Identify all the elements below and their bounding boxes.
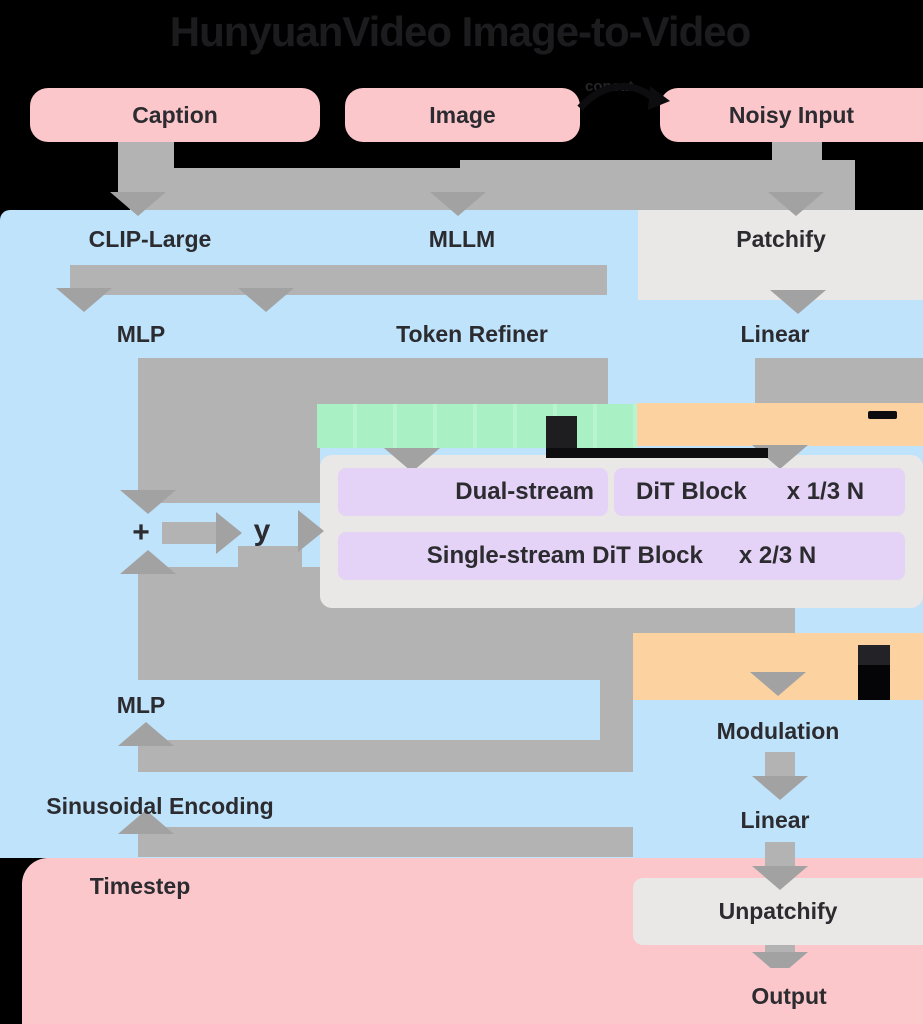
arrow-linear-unpatchify-body [765,842,795,870]
patchify-label: Patchify [736,226,826,252]
arrow-plus-y-body [162,522,220,544]
dit-block-box: DiT Block x 1/3 N [614,468,905,516]
sinusoidal-encoding-label: Sinusoidal Encoding [46,793,274,819]
arrow-image-mllm-head [430,192,486,216]
arrow-into-plus-head [120,490,176,514]
timestep-label: Timestep [89,873,191,899]
concat-arrow-icon [577,83,670,111]
arrow-plus-y-head [216,512,242,554]
arrow-row2-bar [80,265,607,295]
arrow-modulation-linear-head [752,776,808,800]
linear-out-label: Linear [740,807,810,833]
dual-stream-box: Dual-stream [338,468,608,516]
noisy-input-box: Noisy Input [660,88,923,142]
mlp-time-label: MLP [116,692,166,718]
output-box: Output [655,968,923,1024]
noisy-input-label: Noisy Input [728,101,855,128]
caption-label: Caption [132,101,218,128]
image-tokens-strip [637,403,923,446]
caption-box: Caption [30,88,320,142]
patchify-box [638,210,923,300]
arrow-into-modulation-head [750,672,806,696]
dit-repeat-single-label: x 2/3 N [738,542,817,569]
token-stream-black-bar [546,448,768,458]
arrow-timemlp-plus-head [120,550,176,574]
bar-sinusoidal-mlp [138,740,633,772]
arrow-clip-mlp-head [56,288,112,312]
single-stream-dit-box: Single-stream DiT Block x 2/3 N [338,532,905,580]
arrow-mllm-refiner-head [238,288,294,312]
bar-timestep-sinusoidal [138,827,633,857]
arrow-noisy-body [772,142,822,197]
arrow-modulation-linear-body [765,752,795,780]
arrow-sinusoidal-mlp-head [118,722,174,746]
orange-strip-dash [868,411,897,419]
plus-sign: + [132,516,150,549]
linear-in-label: Linear [740,321,810,347]
mllm-label: MLLM [428,226,496,252]
arrow-y-container-head [298,510,324,552]
slab-linear-orange [755,358,923,404]
modulation-label: Modulation [716,718,840,744]
arrow-linear-unpatchify-head [752,866,808,890]
y-vector-label: y [253,514,271,547]
arrow-clip-mlp-body [70,265,100,291]
unpatchify-label: Unpatchify [718,898,838,924]
output-label: Output [751,982,827,1009]
arrow-patchify-linear-head [770,290,826,314]
dual-stream-label: Dual-stream [455,478,594,505]
arrow-timestep-sinusoidal-head [118,810,174,834]
diagram-title: HunyuanVideo Image-to-Video [169,8,752,55]
dit-repeat-dual-label: x 1/3 N [786,478,865,505]
arrow-caption-clip-head [110,192,166,216]
clip-large-label: CLIP-Large [88,226,212,252]
mlp-text-label: MLP [116,321,166,347]
dit-block-label: DiT Block [636,478,747,505]
image-box: Image [345,88,580,142]
slab-mlp-down [138,362,320,503]
text-tokens-strip [317,404,637,448]
arrow-noisy-patchify-head [768,192,824,216]
single-stream-label: Single-stream DiT Block [426,542,703,569]
token-out-black-block [858,645,890,700]
token-refiner-label: Token Refiner [396,321,548,347]
image-label: Image [429,101,496,128]
arrow-caption-body [118,142,174,197]
